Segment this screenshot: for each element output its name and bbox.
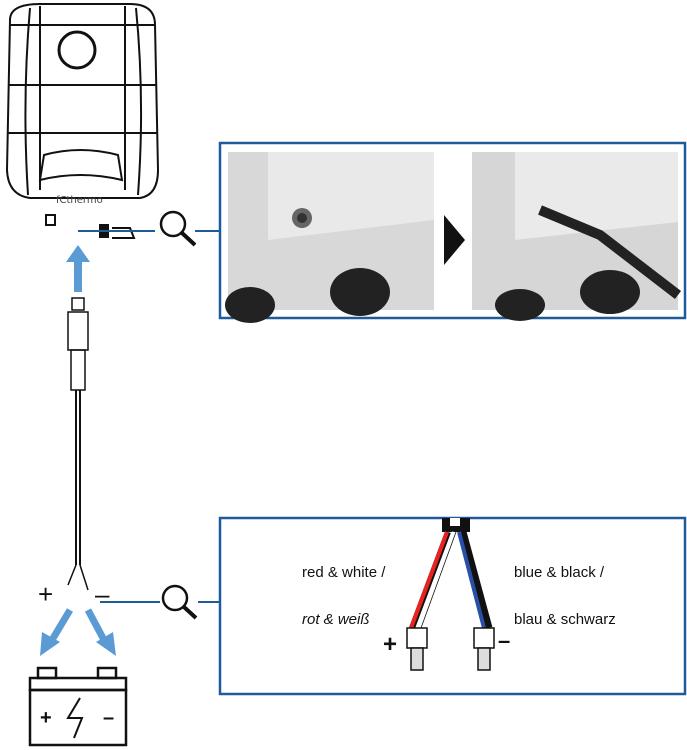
step-arrow-icon	[444, 215, 465, 265]
cable-plus-label: +	[38, 579, 53, 609]
ferrule-negative	[473, 627, 495, 671]
wire-pair	[409, 518, 493, 630]
wire-minus-label: –	[498, 628, 510, 653]
battery-icon	[28, 666, 128, 747]
arrow-up-icon	[66, 245, 90, 292]
cable	[67, 297, 89, 591]
battery-plus-label: +	[40, 707, 52, 729]
ferrule-positive	[406, 627, 428, 671]
cable-minus-label: –	[95, 579, 110, 609]
positive-label-de: rot & weiß	[302, 611, 370, 628]
battery-minus-label: –	[103, 707, 114, 729]
magnifier-icon	[159, 210, 197, 247]
photo-socket	[225, 152, 434, 323]
wire-plus-label: +	[383, 631, 397, 658]
arrows-to-battery	[40, 608, 116, 656]
brand-logo: fCthermo	[56, 195, 103, 206]
positive-label-en: red & white /	[302, 564, 386, 581]
negative-label-de: blau & schwarz	[514, 611, 616, 628]
photo-plugged	[472, 152, 682, 321]
water-heater	[5, 3, 160, 239]
negative-label-en: blue & black /	[514, 564, 605, 581]
wire-detail-frame	[218, 516, 687, 696]
magnifier-icon	[161, 584, 198, 620]
